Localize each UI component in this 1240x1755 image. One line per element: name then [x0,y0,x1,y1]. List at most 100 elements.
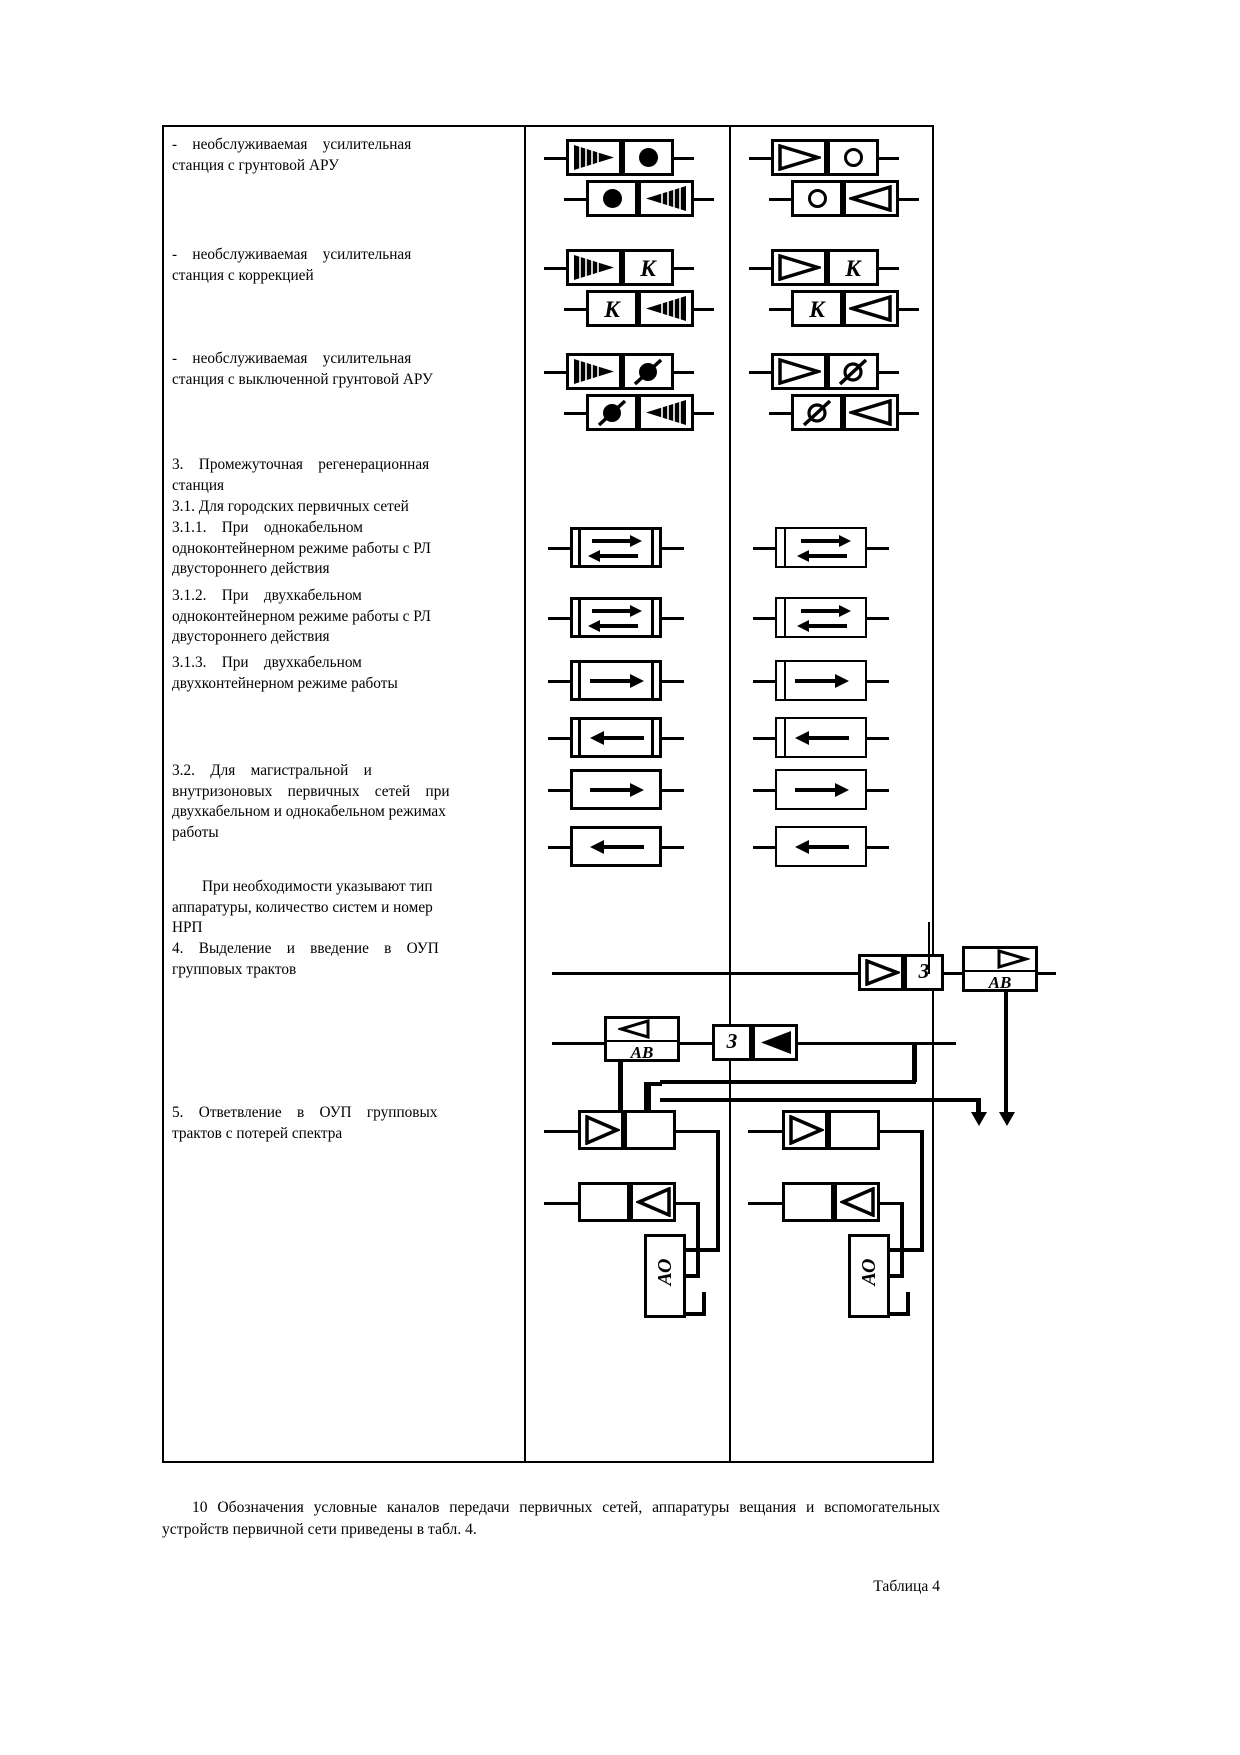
bidirectional-arrows-icon [797,605,851,632]
bidirectional-arrows-icon [588,535,642,562]
row-line: аппаратуры, количество систем и номер [172,898,433,916]
symbol-nup-correction-hollow: К К [749,245,919,327]
amp-triangle-filled-icon [574,255,614,280]
row-line: 3. Промежуточная регенерационная [172,456,430,473]
row-line: двустороннего действия [172,560,330,578]
hollow-ring-icon [844,148,863,167]
symbol-label-ao: АО [654,1258,676,1286]
symbols-table: - необслуживаемая усилительная станция с… [162,125,1056,1463]
symbol-nup-ground-aru-filled [544,135,714,217]
amp-triangle-hollow-left-icon [636,1187,671,1217]
amp-triangle-filled-icon [574,145,614,170]
amp-triangle-filled-left-icon [761,1031,791,1054]
row-line: При необходимости указывают тип [202,878,433,895]
amp-triangle-filled-icon [574,359,614,384]
arrow-right-icon [590,783,644,797]
row-line: работы [172,823,219,841]
amp-triangle-hollow-left-icon [840,1187,875,1217]
row-description-nup-ground-aru-off: - необслуживаемая усилительная станция с… [172,349,516,390]
diagram-item-5-left: АО [544,1102,734,1318]
symbol-label-k: К [640,256,656,281]
symbol-nup-ground-aru-off-filled [544,349,714,431]
symbol-label-z: З [918,959,930,983]
row-description-item-3-1-1: 3.1.1. При однокабельном одноконтейнерно… [172,518,516,580]
symbol-item-3-1-2-hollow [753,597,923,641]
row-line: 3.2. Для магистральной и [172,762,372,779]
row-line: двухкабельном и однокабельном режимах [172,803,446,821]
arrow-right-icon [590,674,644,688]
amp-triangle-filled-left-icon [646,400,686,425]
hollow-ring-icon [808,189,827,208]
symbol-item-3-1-3-filled [548,660,718,770]
symbol-label-av: АВ [630,1043,654,1062]
row-line: 3.1.1. При однокабельном [172,519,363,536]
footer-paragraph: 10 Обозначения условные каналов передачи… [162,1499,940,1538]
arrow-left-icon [590,840,644,854]
crossed-dot-icon [633,358,663,386]
row-description-note-equipment: При необходимости указывают тип аппарату… [172,877,516,939]
crossed-dot-icon [597,399,627,427]
symbol-nup-ground-aru-hollow [749,135,919,217]
amp-triangle-hollow-left-icon [849,185,892,212]
symbol-label-z: З [726,1029,738,1053]
symbol-nup-correction-filled: К К [544,245,714,327]
bidirectional-arrows-icon [797,535,851,562]
row-line: одноконтейнерном режиме работы с РЛ [172,539,431,557]
amp-triangle-hollow-icon [585,1115,620,1145]
table-column-description: - необслуживаемая усилительная станция с… [164,127,526,1461]
row-line: - необслуживаемая усилительная [172,350,412,367]
symbol-label-ao: АО [858,1258,880,1286]
bidirectional-arrows-icon [588,605,642,632]
amp-triangle-hollow-left-icon [849,399,892,426]
amp-triangle-filled-left-icon [646,186,686,211]
amp-triangle-hollow-left-icon [618,1019,650,1039]
table-column-symbols-filled: К К [526,127,731,1461]
amp-triangle-hollow-icon [789,1115,824,1145]
row-line: 5. Ответвление в ОУП групповых [172,1104,438,1121]
row-line: - необслуживаемая усилительная [172,136,412,153]
amp-triangle-hollow-icon [778,144,821,171]
symbol-label-k: К [845,256,861,281]
row-line: - необслуживаемая усилительная [172,246,412,263]
row-line: 3.1.3. При двухкабельном [172,654,362,671]
row-line: двухконтейнерном режиме работы [172,674,398,692]
row-line: 4. Выделение и введение в ОУП [172,940,439,957]
row-line: внутризоновых первичных сетей при [172,782,450,800]
row-description-item-4: 4. Выделение и введение в ОУП групповых … [172,939,516,980]
row-line: НРП [172,919,203,937]
arrow-left-icon [795,731,849,745]
arrow-left-icon [795,840,849,854]
symbol-item-3-1-2-filled [548,597,718,641]
arrow-down-icon [971,1112,987,1126]
diagram-item-5-right: АО [748,1102,938,1318]
row-line: двустороннего действия [172,628,330,646]
row-line: станция с коррекцией [172,266,314,284]
symbol-label-k: К [809,297,825,322]
table-column-symbols-hollow: К К [731,127,932,1461]
row-line: станция с грунтовой АРУ [172,156,339,174]
arrow-right-icon [795,783,849,797]
footer-paragraph-block: 10 Обозначения условные каналов передачи… [162,1497,940,1541]
row-line: одноконтейнерном режиме работы с РЛ [172,607,431,625]
arrow-down-icon [999,1112,1015,1126]
row-description-item-3-1-3: 3.1.3. При двухкабельном двухконтейнерно… [172,653,516,694]
symbol-item-3-2-filled [548,769,718,879]
arrow-right-icon [795,674,849,688]
row-description-item-3-2: 3.2. Для магистральной и внутризоновых п… [172,761,516,843]
row-line: 3.1. Для городских первичных сетей [172,498,409,515]
row-description-intermediate-regen-station: 3. Промежуточная регенерационная станция [172,455,516,496]
row-line: 3.1.2. При двухкабельном [172,587,362,604]
row-description-item-3-1-2: 3.1.2. При двухкабельном одноконтейнерно… [172,586,516,648]
arrow-left-icon [590,731,644,745]
amp-triangle-hollow-icon [778,254,821,281]
symbol-item-3-2-hollow [753,769,923,879]
amp-triangle-hollow-icon [865,959,900,986]
filled-dot-icon [603,189,622,208]
amp-triangle-hollow-icon [997,949,1030,969]
diagram-item-4: З АВ АВ З [544,922,1056,1126]
row-line: станция с выключенной грунтовой АРУ [172,370,433,388]
filled-dot-icon [639,148,658,167]
symbol-item-3-1-3-hollow [753,660,923,770]
symbol-label-k: К [604,297,620,322]
